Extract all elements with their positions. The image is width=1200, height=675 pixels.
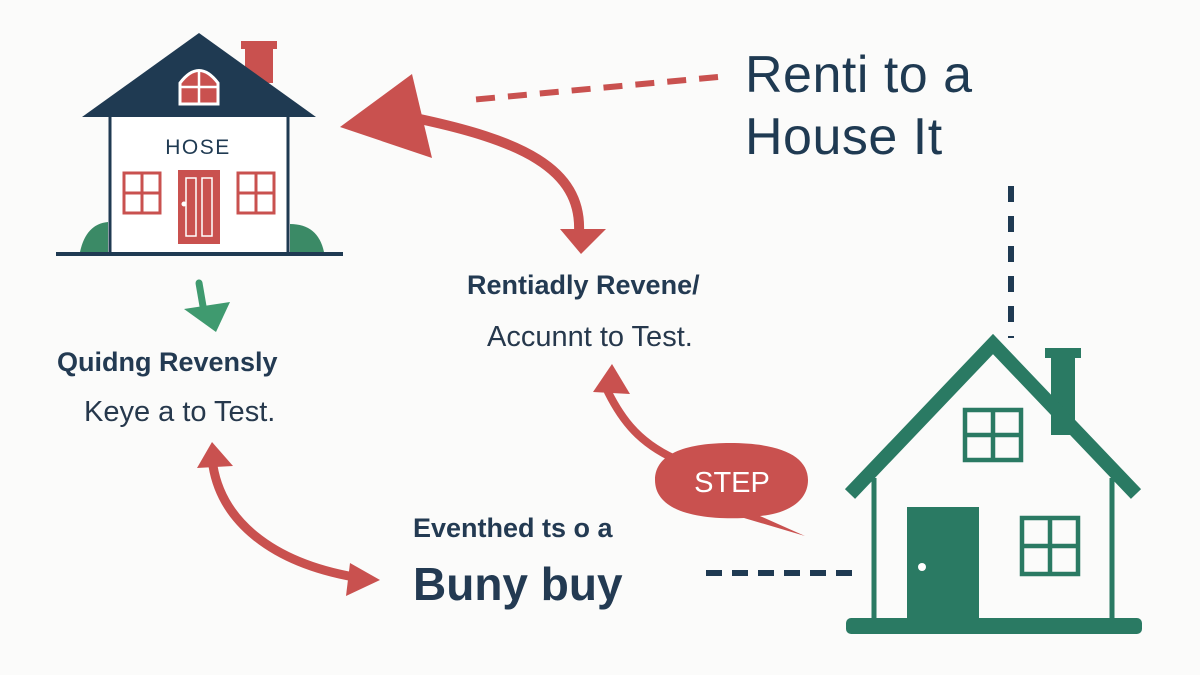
green-down-arrow	[184, 279, 230, 332]
title-line-1: Renti to a	[745, 46, 973, 104]
right-house-icon	[844, 333, 1142, 634]
attic-window	[962, 407, 1024, 463]
step-badge-text: STEP	[694, 467, 770, 499]
speech-bubble-icon	[655, 443, 808, 536]
right-window	[236, 171, 276, 215]
red-arrowhead-right	[346, 563, 380, 596]
house-sign-text: HOSE	[165, 136, 231, 159]
red-curved-arrow-top	[410, 113, 585, 237]
dashed-connector-title	[469, 74, 719, 103]
diagram-title: Renti to a House It	[745, 44, 973, 168]
red-arrowhead-up	[593, 364, 630, 394]
roof	[844, 333, 1142, 499]
left-window	[122, 171, 162, 215]
revenue-heading: Rentiadly Revene/	[467, 270, 700, 300]
red-arrowhead-down	[560, 229, 606, 254]
house-base	[846, 618, 1142, 634]
side-window	[1019, 515, 1081, 577]
red-arrowhead-up-left	[197, 442, 233, 468]
buy-label: Buny buy	[413, 558, 623, 610]
front-door	[907, 507, 979, 622]
red-curved-arrow-bottom	[208, 461, 359, 582]
left-house-icon: HOSE	[56, 33, 343, 256]
step-speech-bubble: STEP	[655, 443, 808, 536]
front-door	[178, 170, 220, 244]
quiding-heading: Quidng Revensly	[57, 347, 278, 377]
revenue-subtext: Accunnt to Test.	[487, 321, 693, 353]
quiding-subtext: Keye a to Test.	[84, 396, 276, 428]
left-shrub	[80, 222, 108, 252]
evented-label: Eventhed ts o a	[413, 513, 613, 543]
right-shrub	[290, 224, 324, 252]
red-arrowhead-left	[340, 74, 432, 158]
red-curved-arrow-middle	[604, 388, 686, 466]
title-line-2: House It	[745, 108, 943, 166]
